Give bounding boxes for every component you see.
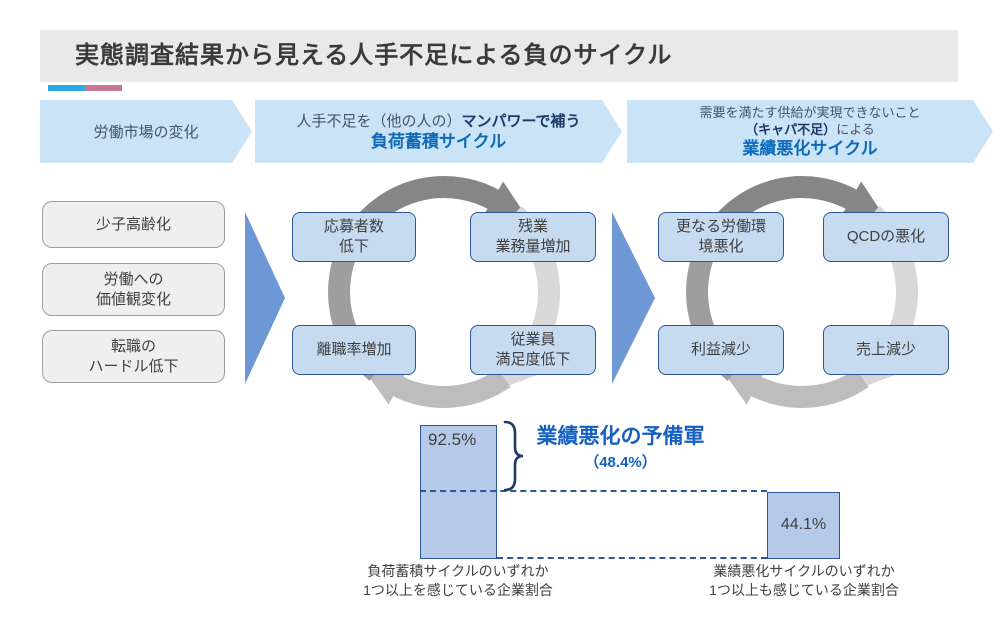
bar-category-label-decline: 業績悪化サイクルのいずれか 1つ以上も感じている企業割合: [709, 563, 899, 598]
banner-load-line1-normal: 人手不足を（他の人の）: [296, 113, 462, 130]
annotation-value: （48.4%）: [584, 454, 657, 471]
banner-load-cycle-line1: 人手不足を（他の人の）マンパワーで補う: [296, 110, 580, 131]
factor-box-aging: 少子高齢化: [42, 201, 225, 248]
accent-bar-pink: [85, 85, 122, 91]
factor-box-job-change: 転職の ハードル低下: [42, 330, 225, 383]
banner-labor-market: 労働市場の変化: [40, 100, 252, 163]
cycle-box-worse-environment: 更なる労働環 境悪化: [658, 212, 784, 262]
brace-icon: [503, 420, 524, 492]
bar-value-label-load: 92.5%: [428, 430, 477, 449]
decline-cycle-ring-icon: [686, 176, 918, 408]
cycle-box-label: 応募者数 低下: [323, 218, 384, 255]
cycle-box-label: 売上減少: [855, 341, 916, 358]
cycle-box-profit-decline: 利益減少: [658, 325, 784, 375]
load-cycle-ring-icon: [328, 176, 560, 408]
banner-load-cycle: 人手不足を（他の人の）マンパワーで補う 負荷蓄積サイクル: [255, 100, 622, 163]
bar-decline-cycle: [767, 492, 840, 559]
chart-level-dashed-line: [420, 490, 767, 492]
annotation-label: 業績悪化の予備軍: [536, 425, 705, 448]
cycle-box-turnover-increase: 離職率増加: [292, 325, 416, 375]
cycle-box-qcd-decline: QCDの悪化: [823, 212, 949, 262]
cycle-box-label: 残業 業務量増加: [495, 218, 571, 255]
bar-value-label-decline: 44.1%: [780, 516, 827, 533]
banner-decline-cycle-name: 業績悪化サイクル: [742, 138, 878, 158]
cycle-box-label: 従業員 満足度低下: [495, 331, 571, 368]
cycle-box-satisfaction-decline: 従業員 満足度低下: [470, 325, 596, 375]
factor-label: 少子高齢化: [95, 215, 171, 233]
factor-box-work-values: 労働への 価値観変化: [42, 263, 225, 316]
bar-category-label-load: 負荷蓄積サイクルのいずれか 1つ以上を感じている企業割合: [363, 563, 553, 598]
banner-decline-line2: （キャパ不足）による: [745, 121, 875, 138]
cycle-box-overtime-increase: 残業 業務量増加: [470, 212, 596, 262]
title-bar: [40, 30, 958, 82]
cycle-box-label: 更なる労働環 境悪化: [675, 218, 766, 255]
banner-decline-line2-bold: （キャパ不足）: [745, 121, 837, 137]
cycle-box-label: 離職率増加: [316, 341, 392, 358]
page-title: 実態調査結果から見える人手不足による負のサイクル: [75, 42, 673, 69]
banner-decline-line1: 需要を満たす供給が実現できないこと: [699, 104, 921, 120]
factor-label: 転職の ハードル低下: [88, 337, 179, 375]
bar-load-cycle: [420, 425, 497, 559]
cycle-box-label: 利益減少: [690, 341, 751, 358]
factor-label: 労働への 価値観変化: [95, 270, 171, 308]
banner-decline-cycle: 需要を満たす供給が実現できないこと （キャパ不足）による 業績悪化サイクル: [627, 100, 993, 163]
accent-bar-blue: [48, 85, 85, 91]
cycle-box-applicants-decline: 応募者数 低下: [292, 212, 416, 262]
banner-decline-line2-normal: による: [836, 121, 875, 137]
annotation-reserve-group: 業績悪化の予備軍 （48.4%）: [523, 424, 718, 473]
banner-load-line1-bold: マンパワーで補う: [461, 113, 581, 130]
cycle-box-sales-decline: 売上減少: [823, 325, 949, 375]
cycle-box-label: QCDの悪化: [846, 228, 926, 245]
chart-baseline-dashed: [497, 557, 767, 559]
banner-labor-market-label: 労働市場の変化: [93, 124, 199, 141]
banner-load-cycle-name: 負荷蓄積サイクル: [370, 132, 507, 151]
